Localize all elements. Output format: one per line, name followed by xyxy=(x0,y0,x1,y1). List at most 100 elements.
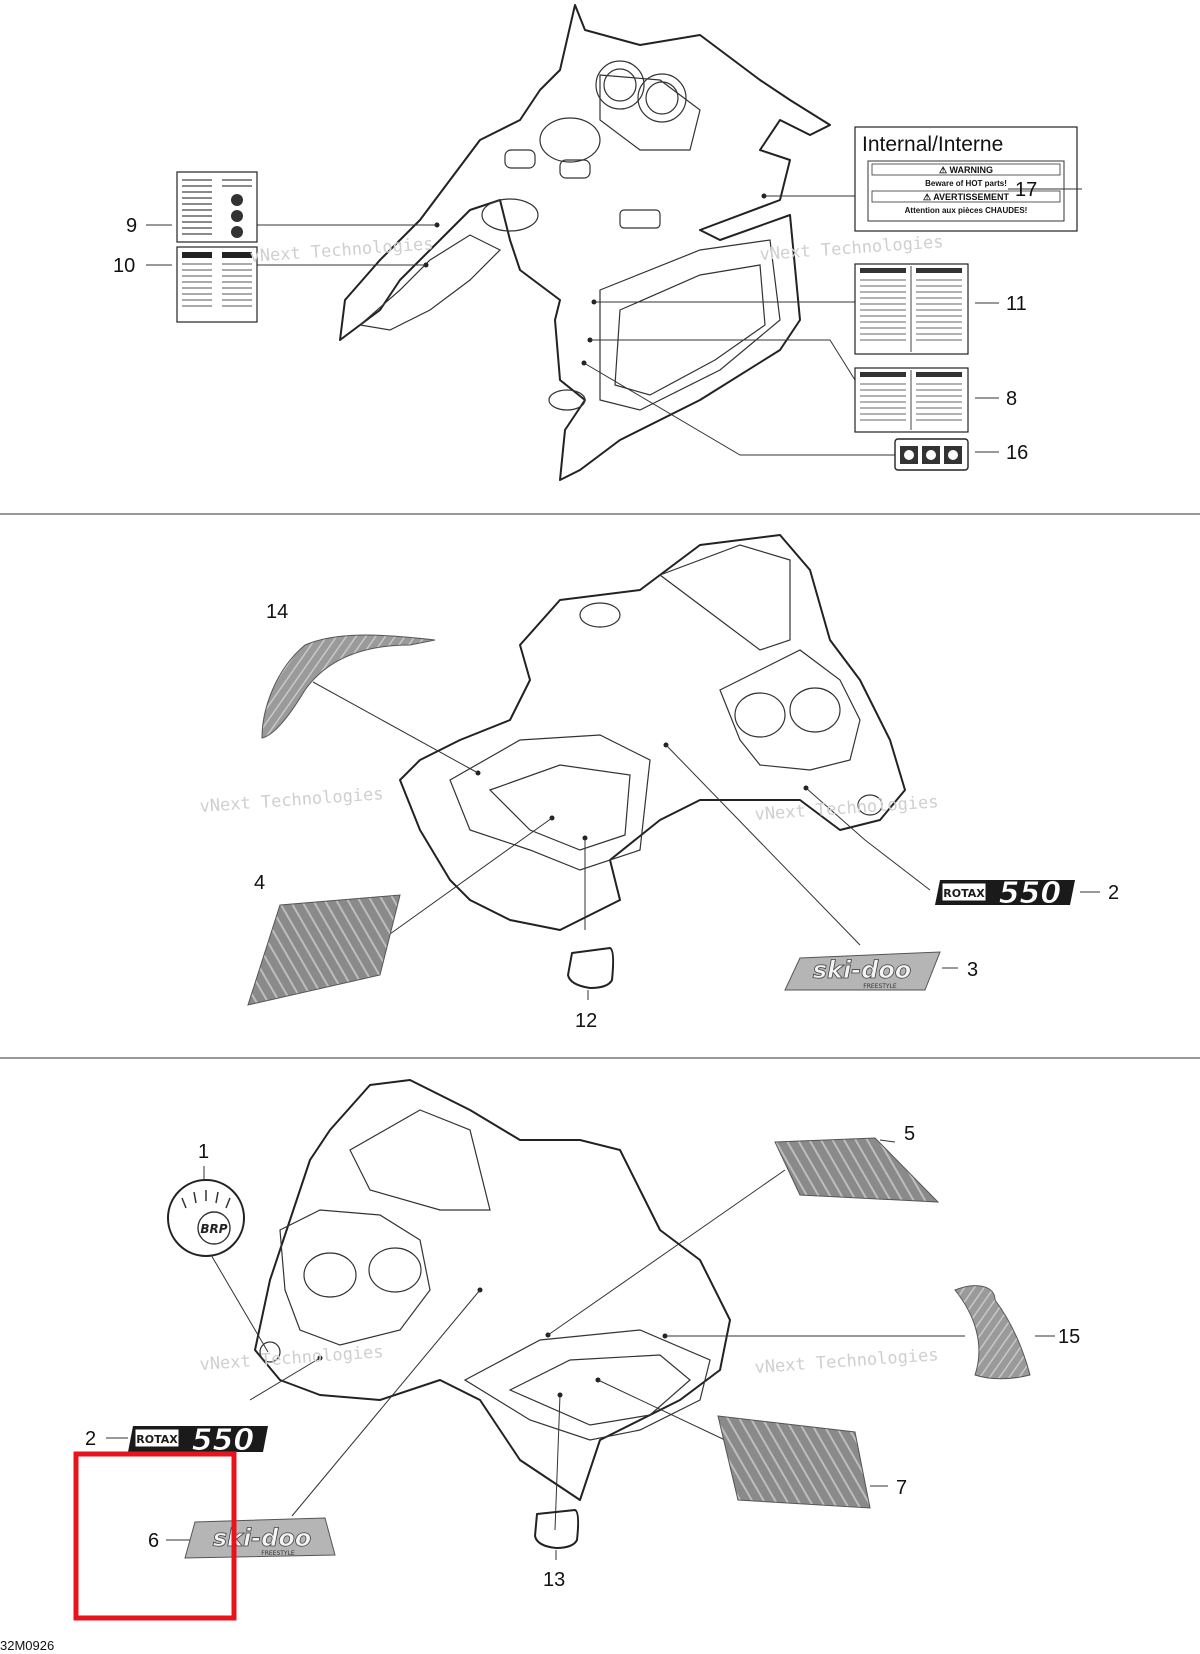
headlight-left-bottom xyxy=(303,1252,357,1298)
callout-17: 17 xyxy=(1015,179,1037,201)
part-12-insert xyxy=(567,947,615,989)
decal-6-subtext: FREESTYLE xyxy=(261,1550,295,1557)
watermark: vNext Technologies xyxy=(754,1345,939,1378)
section-middle-view: ski-doo FREESTYLE ROTAX 550 14 4 12 3 2 … xyxy=(199,534,1119,1032)
callout-4: 4 xyxy=(254,872,265,894)
callout-10: 10 xyxy=(113,255,135,277)
callout-12: 12 xyxy=(575,1010,597,1032)
callout-13: 13 xyxy=(543,1569,565,1591)
gauge-right xyxy=(637,73,687,123)
gauge-left xyxy=(595,60,645,110)
leader-14 xyxy=(312,681,479,774)
label-17-avert-title: ⚠ AVERTISSEMENT xyxy=(923,192,1010,202)
callout-14: 14 xyxy=(266,601,288,623)
leader-7 xyxy=(597,1379,726,1441)
label-9 xyxy=(176,171,258,243)
callout-7: 7 xyxy=(896,1477,907,1499)
fuel-cap-top xyxy=(481,198,539,232)
label-17-warning-text: Beware of HOT parts! xyxy=(925,179,1007,188)
leader-16 xyxy=(583,362,895,456)
callout-9: 9 xyxy=(126,215,137,237)
decal-2-rotax-number: 550 xyxy=(999,876,1062,911)
headlight-right-bottom xyxy=(368,1247,422,1293)
hood-body-bottom xyxy=(254,1079,731,1501)
callout-11: 11 xyxy=(1006,293,1027,315)
part-13-insert xyxy=(534,1509,580,1549)
switch-block-2 xyxy=(559,159,591,179)
windshield-bottom xyxy=(349,1109,491,1211)
callout-2-top: 2 xyxy=(1108,882,1119,904)
leader-13 xyxy=(554,1394,561,1531)
label-10 xyxy=(176,246,258,323)
badge-1-brp: BRP xyxy=(167,1179,245,1257)
decal-2-rotax-word-bottom: ROTAX xyxy=(136,1433,178,1446)
label-16 xyxy=(894,438,969,471)
badge-1-text: BRP xyxy=(200,1222,227,1236)
side-panel-inner-middle xyxy=(488,764,631,851)
label-17: Internal/Interne ⚠ WARNING Beware of HOT… xyxy=(854,126,1078,232)
callout-8: 8 xyxy=(1006,388,1017,410)
handle-grip xyxy=(619,209,661,229)
callout-5: 5 xyxy=(904,1123,915,1145)
leader-1 xyxy=(206,1247,269,1353)
decal-4 xyxy=(247,894,401,1006)
label-17-avert-text: Attention aux pièces CHAUDES! xyxy=(905,206,1028,215)
grommet-bottom xyxy=(259,1341,281,1363)
decal-3-text: ski-doo xyxy=(813,956,912,984)
label-17-warning-title: ⚠ WARNING xyxy=(939,165,993,175)
watermark: vNext Technologies xyxy=(249,234,434,267)
watermark: vNext Technologies xyxy=(199,1342,384,1375)
hood-body-top xyxy=(339,4,831,481)
callout-15: 15 xyxy=(1058,1326,1080,1348)
headlight-housing xyxy=(719,649,861,771)
side-panel-middle xyxy=(449,734,651,871)
leader-4 xyxy=(389,817,553,935)
headlight-right xyxy=(789,687,841,733)
headlight-left xyxy=(734,692,786,738)
gauge-left-inner xyxy=(603,68,637,102)
leader-6 xyxy=(291,1289,481,1517)
decal-15 xyxy=(954,1285,1031,1380)
decal-14 xyxy=(261,634,436,739)
switch-block xyxy=(504,149,536,169)
side-panel-bottom xyxy=(463,1329,711,1441)
highlight-box xyxy=(73,1451,237,1621)
watermark: vNext Technologies xyxy=(759,232,944,265)
label-8 xyxy=(854,367,969,433)
leader-2b xyxy=(249,1357,321,1401)
side-panel-inner xyxy=(614,264,766,396)
grommet xyxy=(548,389,586,411)
gauge-pod xyxy=(599,74,701,151)
callout-1: 1 xyxy=(198,1141,209,1163)
decal-6-text: ski-doo xyxy=(213,1524,312,1552)
drawing-code: 32M0926 xyxy=(0,1638,54,1653)
decal-3-ski-doo: ski-doo FREESTYLE xyxy=(784,951,941,991)
gauge-right-inner xyxy=(645,81,679,115)
leader-8 xyxy=(590,339,856,381)
headlight-housing-bottom xyxy=(279,1209,431,1346)
watermark: vNext Technologies xyxy=(754,792,939,825)
hood-body-middle xyxy=(399,534,906,931)
section-top-view: Internal/Interne ⚠ WARNING Beware of HOT… xyxy=(113,4,1082,481)
grommet-middle xyxy=(857,794,883,816)
decal-2-rotax-550-top: ROTAX 550 xyxy=(935,876,1075,912)
windshield-middle xyxy=(658,544,791,651)
callout-6: 6 xyxy=(148,1530,159,1552)
callout-16: 16 xyxy=(1006,442,1028,464)
decal-6-ski-doo: ski-doo FREESTYLE xyxy=(184,1517,336,1559)
label-17-header: Internal/Interne xyxy=(862,133,1003,156)
decal-2-rotax-word: ROTAX xyxy=(943,887,985,900)
decal-7 xyxy=(717,1415,871,1509)
side-panel-inner-bottom xyxy=(508,1354,691,1426)
section-bottom-view: BRP ROTAX 550 ski-doo FREESTYLE 1 xyxy=(73,1079,1080,1621)
front-panel-left xyxy=(358,234,502,331)
leader-3 xyxy=(665,744,861,946)
side-panel-right xyxy=(599,239,781,411)
leader-5 xyxy=(547,1169,786,1336)
watermark: vNext Technologies xyxy=(199,784,384,817)
cap-middle xyxy=(579,602,621,628)
steering-post xyxy=(539,117,601,163)
decal-3-subtext: FREESTYLE xyxy=(863,983,897,990)
